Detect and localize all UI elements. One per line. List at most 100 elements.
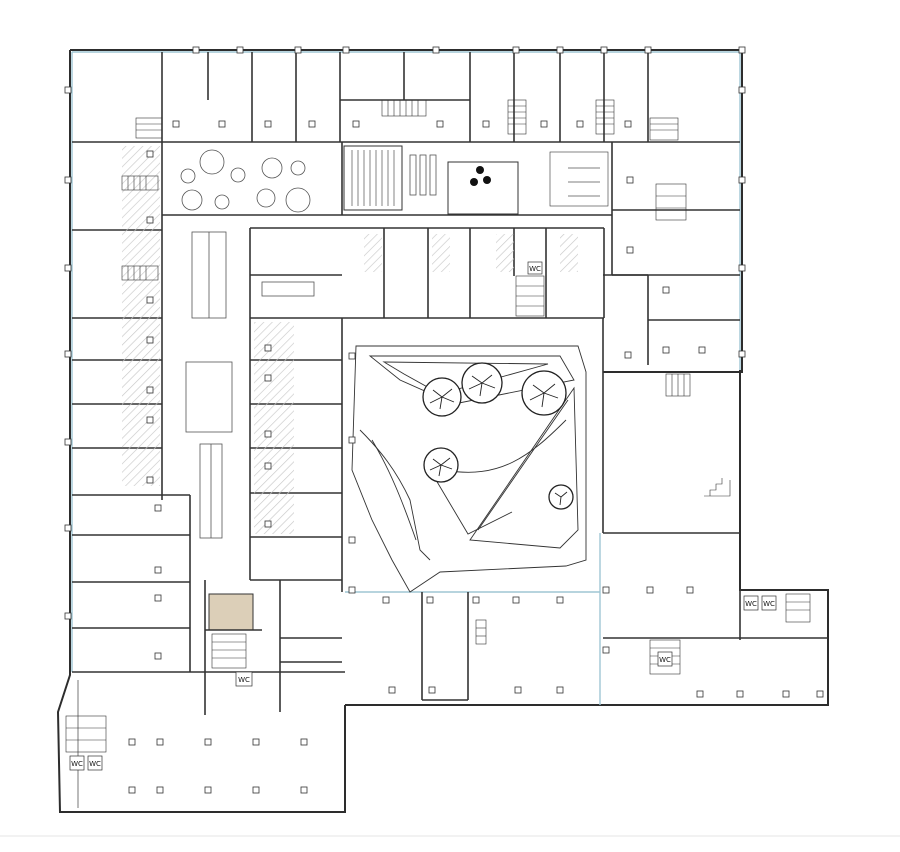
column-icon [146,216,154,224]
north-offices [72,52,740,143]
column-icon [300,786,308,794]
tree-icon [521,370,567,416]
wc-label: WC [71,760,83,768]
column-icon [146,416,154,424]
column-icon [294,46,302,54]
wc-label: WC [763,600,775,608]
column-icon [264,462,272,470]
column-icon [482,120,490,128]
wc-areas: WC WC WC WC WC WC WC [69,261,777,771]
column-icon [300,738,308,746]
toilet-icon: WC [527,261,543,275]
column-icon [342,46,350,54]
column-icon [556,686,564,694]
column-icon [602,646,610,654]
column-icon [264,344,272,352]
column-icon [146,476,154,484]
stair-icon [65,715,107,753]
east-offices [602,209,740,372]
column-icon [64,350,72,358]
column-icon [646,586,654,594]
column-icon [738,264,746,272]
column-icon [436,120,444,128]
furniture [180,149,491,539]
column-icon [686,586,694,594]
column-icon [382,596,390,604]
column-icon [156,738,164,746]
column-icon [172,120,180,128]
column-icon [626,176,634,184]
column-icon [218,120,226,128]
column-icon [154,652,162,660]
column-icon [64,264,72,272]
column-icon [264,430,272,438]
column-icon [540,120,548,128]
column-icon [738,86,746,94]
column-icon [308,120,316,128]
column-icon [624,120,632,128]
column-icon [204,786,212,794]
tree-icon [422,377,462,417]
wc-label: WC [238,676,250,684]
column-icon [348,436,356,444]
stair-icon [595,99,615,135]
column-icon [626,246,634,254]
column-icon [512,46,520,54]
stair-icon [475,619,487,645]
column-icon [348,536,356,544]
wc-label: WC [659,656,671,664]
column-icon [698,346,706,354]
toilet-icon: WC [743,595,759,611]
toilet-icon: WC [235,671,253,687]
west-offices [72,142,345,673]
column-icon [252,786,260,794]
column-icon [146,336,154,344]
stair-icon [704,478,731,497]
central-rooms [204,228,343,715]
column-icon [264,520,272,528]
stair-icon [121,175,159,191]
wc-label: WC [745,600,757,608]
column-icon [64,524,72,532]
column-icon [264,120,272,128]
stair-icon [381,99,427,117]
column-icon [64,438,72,446]
column-icon [662,286,670,294]
column-icon [64,176,72,184]
stair-icon [135,117,163,139]
column-icon [600,46,608,54]
south-halls [77,372,828,808]
column-icon [204,738,212,746]
wc-label: WC [529,265,541,273]
column-icon [738,350,746,358]
column-icon [64,86,72,94]
column-icon [154,504,162,512]
stair-icon [507,99,527,135]
column-icon [662,346,670,354]
column-icon [128,786,136,794]
column-icon [128,738,136,746]
tree-icon [548,484,574,510]
column-icon [556,596,564,604]
column-icon [264,374,272,382]
tree-icon [461,362,503,404]
column-icon [602,586,610,594]
courtyard-trees [422,362,574,510]
column-icon [624,351,632,359]
column-icon [388,686,396,694]
column-icon [154,566,162,574]
column-icon [432,46,440,54]
column-icon [428,686,436,694]
column-icon [782,690,790,698]
column-icon [816,690,824,698]
courtyard [351,345,587,593]
column-icon [252,738,260,746]
stair-icon [649,117,679,141]
column-icon [146,386,154,394]
column-icon [154,594,162,602]
column-icon [352,120,360,128]
stair-icon [785,593,811,623]
column-icon [514,686,522,694]
stair-icon [665,373,691,397]
